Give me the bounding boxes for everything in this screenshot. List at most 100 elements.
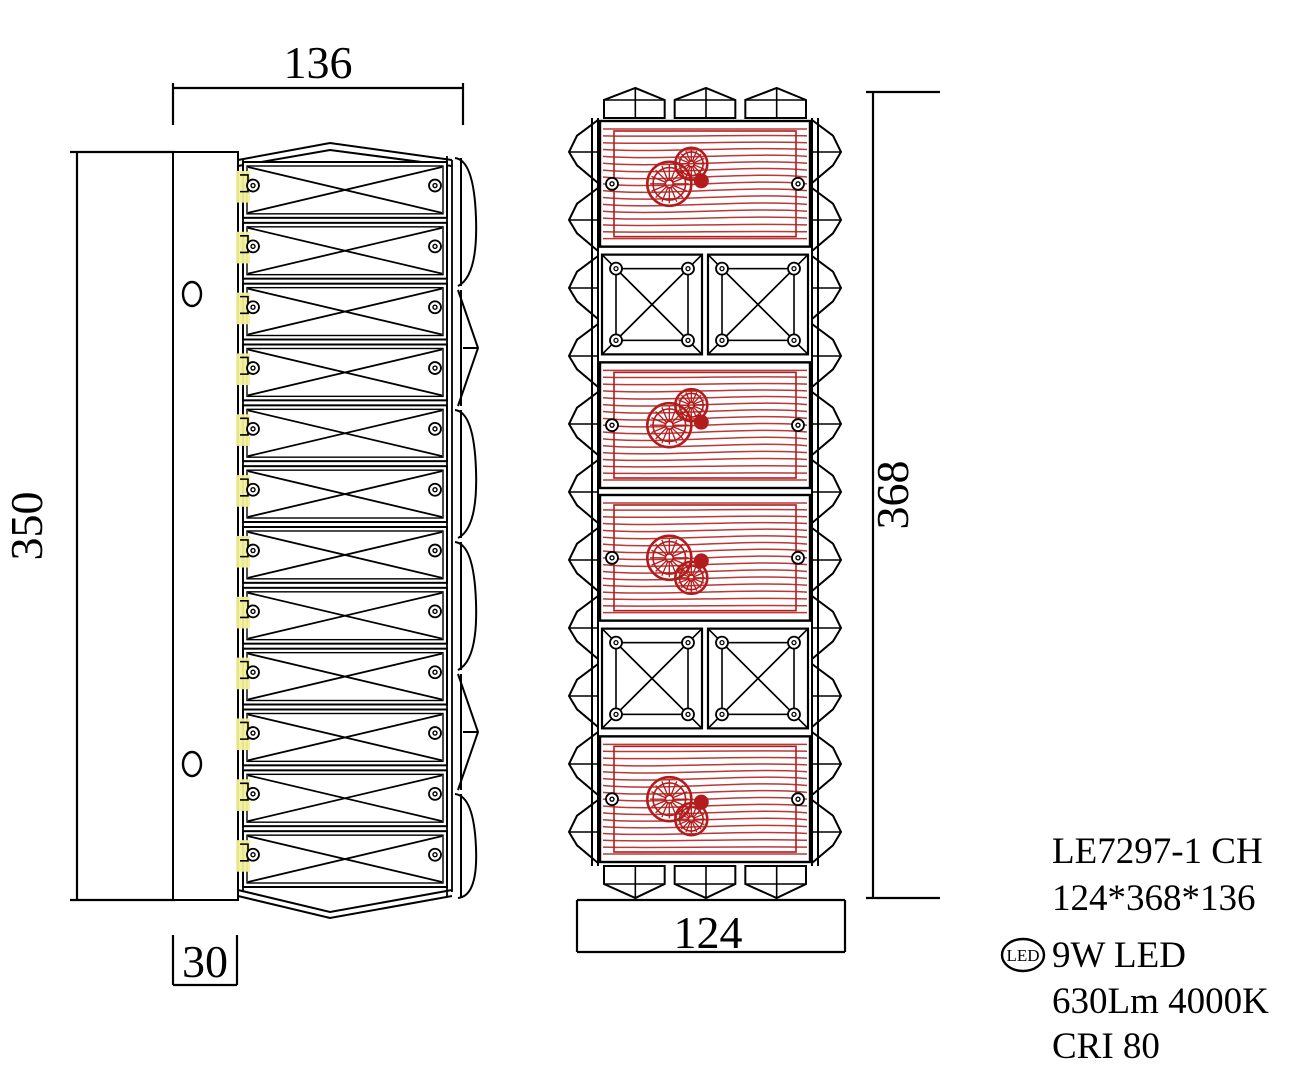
panel-hatch-line	[602, 515, 808, 519]
screw-inner	[609, 422, 615, 428]
rosette-spoke	[678, 399, 689, 405]
rosette-spoke	[694, 164, 705, 170]
panel-hatch-line	[602, 443, 808, 448]
rosette-spoke	[655, 427, 667, 440]
screw-inner	[250, 730, 256, 736]
rosette-spoke	[651, 558, 666, 566]
rosette-spoke	[685, 821, 691, 833]
crystal-facet-inner	[721, 267, 795, 342]
rosette-hub	[687, 574, 696, 582]
facet-ray	[707, 254, 759, 305]
rosette-spoke	[655, 543, 667, 556]
rosette-nub	[693, 794, 709, 810]
front-side-gems-right	[811, 118, 843, 866]
panel-hatch-line	[602, 209, 808, 214]
highlight-marker	[236, 170, 250, 203]
rosette-spoke	[693, 153, 702, 163]
panel-hatch-line	[602, 783, 808, 788]
screw-inner	[250, 487, 256, 493]
rosette-spoke	[673, 184, 688, 192]
rosette-spoke	[670, 428, 678, 444]
facet-ray	[651, 304, 703, 355]
rosette-wheel	[645, 160, 693, 208]
rosette-spoke	[651, 791, 666, 799]
crystal-cap-bottom	[603, 865, 666, 900]
led-badge: LED	[1000, 937, 1046, 973]
facet-ray	[651, 678, 703, 729]
rosette-spoke	[678, 578, 689, 584]
screw-inner	[250, 426, 256, 432]
tier-diagonal	[247, 774, 443, 823]
rosette-spoke	[678, 405, 689, 412]
rosette-spoke	[693, 820, 702, 830]
front-row	[598, 361, 812, 490]
tier-diagonal	[247, 470, 443, 518]
screw-inner	[609, 555, 615, 561]
screw-inner	[719, 265, 725, 272]
crystal-facet-inner	[615, 267, 689, 342]
screw-inner	[791, 711, 797, 718]
screw-inner	[432, 182, 438, 189]
rosette-spoke	[691, 150, 698, 162]
rosette-nub	[693, 414, 709, 430]
dimension-124	[575, 898, 847, 954]
panel-hatch-line	[602, 528, 808, 533]
crystal-cap-top	[744, 86, 807, 119]
panel-hatch-line	[602, 389, 808, 393]
rosette-spoke	[673, 549, 688, 557]
side-tier	[236, 343, 448, 402]
rosette-spoke	[694, 819, 705, 826]
rosette-wheel	[645, 534, 693, 582]
rosette-spoke	[680, 394, 690, 404]
rosette-spoke	[678, 571, 689, 578]
dimension-136	[171, 83, 465, 125]
rosette-spoke	[691, 821, 698, 833]
screw-inner	[250, 547, 256, 554]
rosette-spoke	[661, 802, 669, 818]
front-row	[598, 735, 812, 864]
screw-inner	[609, 796, 615, 802]
rosette-spoke	[671, 169, 684, 182]
backplate	[172, 151, 239, 901]
facet-ray	[757, 628, 809, 679]
rosette-spoke	[670, 187, 678, 202]
panel-hatch-line	[602, 457, 808, 462]
rosette-spoke	[671, 186, 684, 198]
side-tier	[236, 769, 448, 828]
rosette-spoke	[693, 567, 702, 577]
screw-inner	[613, 265, 619, 272]
tier-diagonal	[247, 348, 443, 397]
rosette-spoke	[680, 579, 690, 589]
dimension-30-label: 30	[182, 936, 228, 987]
screw-inner	[250, 669, 256, 675]
rosette-hub	[664, 178, 675, 189]
panel-hatch-line	[602, 134, 808, 137]
highlight-marker	[236, 657, 250, 690]
rosette-rim	[673, 801, 709, 837]
panel-hatch-line	[602, 597, 808, 601]
rosette-nub	[693, 173, 709, 189]
rosette-spoke	[661, 561, 669, 576]
panel-hatch-line	[602, 590, 808, 594]
highlight-marker	[236, 292, 250, 325]
panel-hatch-line	[602, 216, 808, 220]
rosette-wheel	[673, 146, 709, 182]
side-elevation-view	[172, 141, 480, 920]
rosette-spoke	[678, 157, 689, 164]
backplate-keyhole-lower	[181, 750, 203, 778]
rosette-rim	[673, 387, 709, 423]
rosette-spoke	[694, 578, 705, 584]
title-block: LE7297-1 CH 124*368*136 LED 9W LED 630Lm…	[1000, 831, 1269, 1067]
screw-inner	[432, 243, 438, 250]
rosette-spoke	[693, 406, 702, 416]
side-tier	[236, 161, 448, 219]
rosette-spoke	[651, 426, 666, 434]
side-top-cap	[237, 141, 453, 167]
rosette-spoke	[680, 820, 690, 830]
rosette-spoke	[661, 428, 669, 444]
rosette-hub	[687, 815, 696, 823]
screw-inner	[613, 639, 619, 646]
screw-inner	[432, 487, 438, 493]
panel-hatch-line	[602, 831, 808, 836]
rosette-spoke	[691, 391, 698, 403]
